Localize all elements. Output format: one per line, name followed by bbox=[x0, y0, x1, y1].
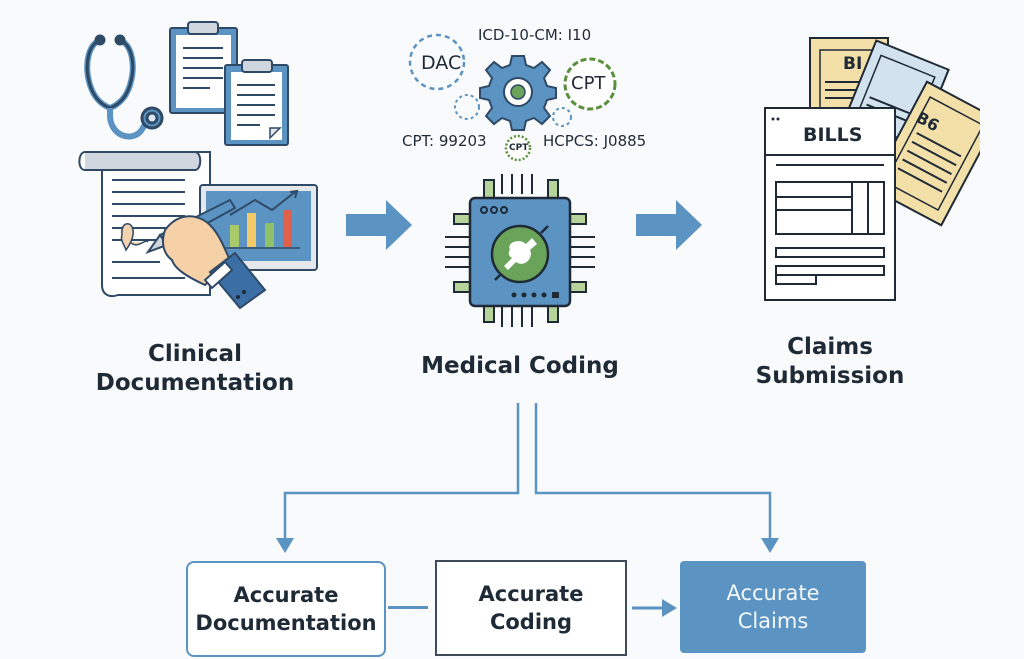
stethoscope-icon bbox=[84, 34, 164, 140]
clipboard-icon bbox=[224, 59, 289, 146]
stage-clinical-documentation: Clinical Documentation bbox=[80, 340, 310, 398]
outcome-label-line: Accurate bbox=[726, 581, 820, 605]
arrow-right-icon bbox=[636, 200, 702, 250]
cpt-small-label: CPT bbox=[509, 143, 529, 153]
hand-pen-icon bbox=[145, 198, 267, 310]
stage-label-line: Claims bbox=[787, 334, 873, 360]
stage-label-line: Medical Coding bbox=[421, 353, 619, 379]
arrow-down-icon bbox=[761, 538, 779, 553]
stage-claims-submission: Claims Submission bbox=[730, 333, 930, 391]
bill-main-title: BILLS bbox=[803, 124, 863, 146]
stage-label-line: Submission bbox=[755, 363, 905, 389]
cpt-gear-label: CPT bbox=[571, 73, 606, 94]
bill-side-icon bbox=[869, 80, 980, 227]
arrow-right-icon bbox=[346, 200, 412, 250]
stage-label-line: Documentation bbox=[95, 370, 295, 396]
bill-back-title: BI bbox=[843, 54, 863, 74]
hcpcs-code-label: HCPCS: J0885 bbox=[543, 132, 647, 150]
outcome-label-line: Coding bbox=[489, 610, 573, 634]
dac-dashed-circle-icon bbox=[408, 33, 466, 91]
connector-left-line bbox=[283, 403, 520, 540]
outcome-label-line: Documentation bbox=[195, 611, 377, 635]
icd-code-label: ICD-10-CM: I10 bbox=[478, 26, 592, 44]
connector-right-line bbox=[534, 403, 772, 540]
arrow-down-icon bbox=[276, 538, 294, 553]
connector-line bbox=[388, 606, 428, 609]
outcome-label-line: Accurate bbox=[233, 583, 339, 607]
small-dashed-circle-icon bbox=[552, 107, 572, 127]
branch-connector bbox=[276, 403, 779, 553]
cpt-small-gear-icon bbox=[504, 134, 532, 162]
stage-label-line: Clinical bbox=[148, 341, 242, 367]
bills-documents-icon bbox=[764, 37, 980, 301]
bill-main-icon bbox=[764, 107, 896, 301]
dac-label: DAC bbox=[421, 52, 462, 74]
outcome-label-line: Claims bbox=[737, 609, 809, 633]
stage-medical-coding: Medical Coding bbox=[400, 352, 640, 381]
clinical-documentation-illustration bbox=[78, 21, 318, 310]
arrow-right-icon bbox=[632, 599, 677, 617]
cpt-gear-icon bbox=[563, 57, 617, 111]
processor-chip-icon bbox=[445, 174, 595, 327]
outcome-label-line: Accurate bbox=[478, 582, 584, 606]
code-gears-cluster bbox=[408, 33, 617, 162]
cpt-code-label: CPT: 99203 bbox=[402, 132, 487, 150]
gear-icon bbox=[479, 55, 557, 131]
small-dashed-circle-icon bbox=[454, 94, 480, 120]
